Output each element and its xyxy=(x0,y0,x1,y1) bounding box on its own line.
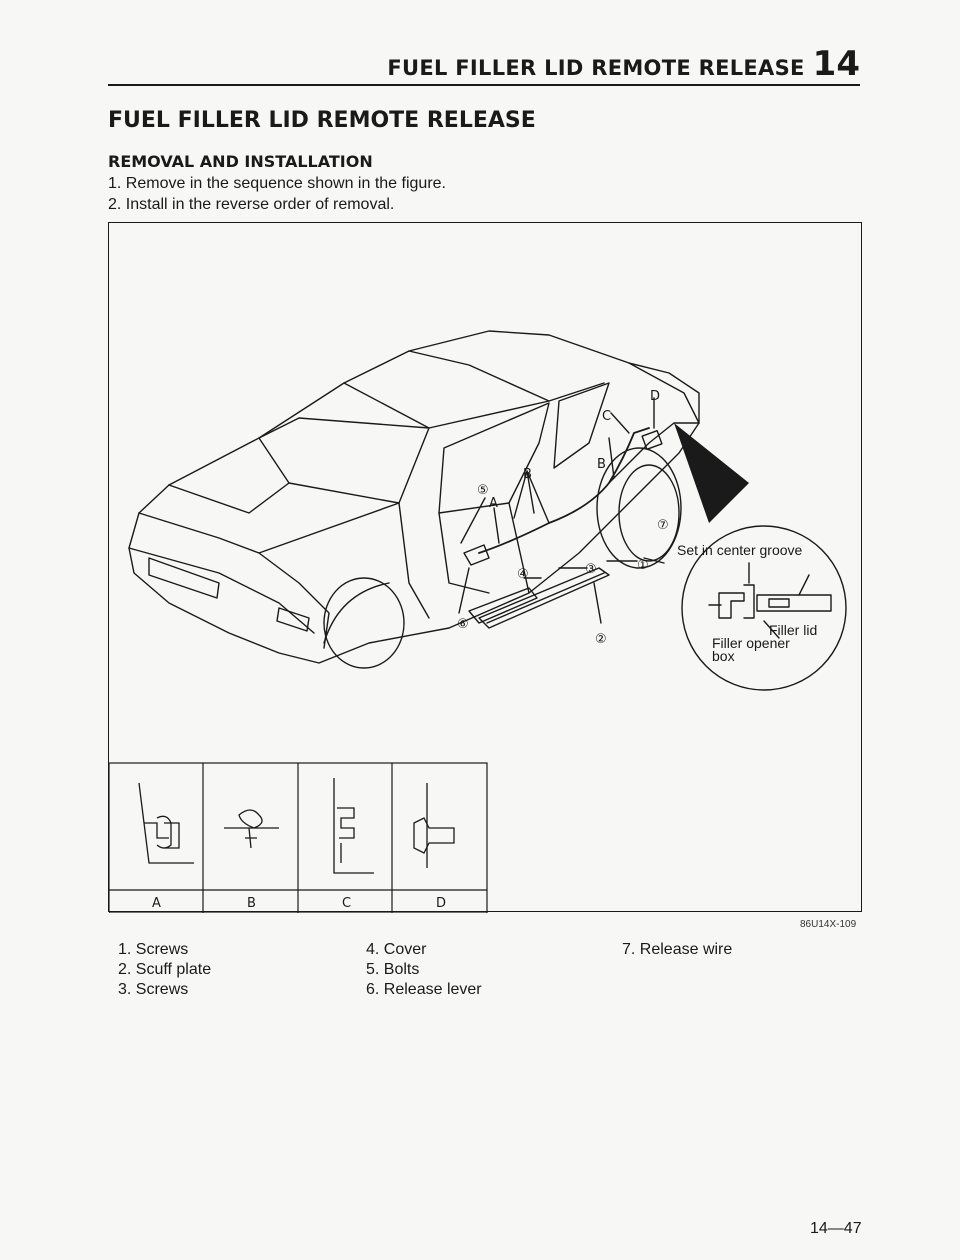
label-release-lever-6: ⑥ xyxy=(457,617,469,632)
car-illustration: ⑤ A B B C D ⑦ ① ③ ④ ② ⑥ Set in center gr… xyxy=(109,330,847,913)
detail-drawings xyxy=(138,778,455,874)
detail-a-panel xyxy=(138,782,194,864)
step-2: 2. Install in the reverse order of remov… xyxy=(108,196,395,213)
detail-label-a: A xyxy=(152,896,161,911)
label-bolts-5: ⑤ xyxy=(477,483,489,498)
page-number: 14—47 xyxy=(810,1220,862,1237)
legend-item: 4. Cover xyxy=(366,941,427,958)
release-wire xyxy=(478,427,650,554)
label-release-wire-7: ⑦ xyxy=(657,518,669,533)
label-scuff-plate-2: ② xyxy=(595,632,607,647)
legend-column-3: 7. Release wire xyxy=(622,940,732,960)
callout-set-in-center-groove: Set in center groove xyxy=(677,542,803,558)
headlight xyxy=(148,557,220,599)
figure-code: 86U14X-109 xyxy=(800,919,857,930)
legend-item: 5. Bolts xyxy=(366,961,420,978)
detail-label-b: B xyxy=(247,896,256,911)
page-header: FUEL FILLER LID REMOTE RELEASE 14 xyxy=(108,44,860,86)
roof-line xyxy=(343,382,605,429)
detail-label-d: D xyxy=(436,896,446,911)
legend-item: 3. Screws xyxy=(118,981,189,998)
detail-grid xyxy=(109,762,488,913)
subheading: REMOVAL AND INSTALLATION xyxy=(108,152,373,171)
label-b1: B xyxy=(523,467,532,482)
step-1: 1. Remove in the sequence shown in the f… xyxy=(108,175,446,192)
section-title: FUEL FILLER LID REMOTE RELEASE xyxy=(108,108,536,133)
windshield xyxy=(258,417,430,504)
label-c: C xyxy=(602,409,611,424)
chapter-number: 14 xyxy=(812,44,860,84)
removal-figure: ⑤ A B B C D ⑦ ① ③ ④ ② ⑥ Set in center gr… xyxy=(108,222,862,913)
detail-label-c: C xyxy=(342,896,351,911)
fuel-lid xyxy=(641,429,663,451)
front-wheel xyxy=(323,577,405,669)
release-lever xyxy=(463,544,490,566)
legend-column-1: 1. Screws 2. Scuff plate 3. Screws xyxy=(118,940,211,1000)
label-screws-1: ① xyxy=(637,558,649,573)
label-screws-3: ③ xyxy=(585,562,597,577)
legend-item: 7. Release wire xyxy=(622,941,733,958)
instruction-steps: 1. Remove in the sequence shown in the f… xyxy=(108,173,446,215)
front-door-window xyxy=(438,402,550,514)
scuff-plate xyxy=(478,567,610,629)
legend-item: 1. Screws xyxy=(118,941,189,958)
label-cover-4: ④ xyxy=(517,567,529,582)
legend-item: 2. Scuff plate xyxy=(118,961,212,978)
rear-door-window xyxy=(553,382,610,469)
label-b2: B xyxy=(597,457,606,472)
label-d: D xyxy=(650,389,660,404)
rear-wheel xyxy=(596,447,682,569)
callout-filler-opener: Filler opener xyxy=(712,635,790,651)
cover xyxy=(468,587,538,624)
detail-c-panel xyxy=(333,778,374,874)
callout-pointer xyxy=(674,423,749,523)
legend-item: 6. Release lever xyxy=(366,981,482,998)
header-title: FUEL FILLER LID REMOTE RELEASE xyxy=(387,56,805,80)
legend-column-2: 4. Cover 5. Bolts 6. Release lever xyxy=(366,940,482,1000)
car-body-outline xyxy=(128,330,700,664)
callout-box: box xyxy=(712,648,735,664)
detail-callout-circle xyxy=(681,525,847,691)
label-a: A xyxy=(489,496,498,511)
callout-filler-lid: Filler lid xyxy=(769,622,817,638)
